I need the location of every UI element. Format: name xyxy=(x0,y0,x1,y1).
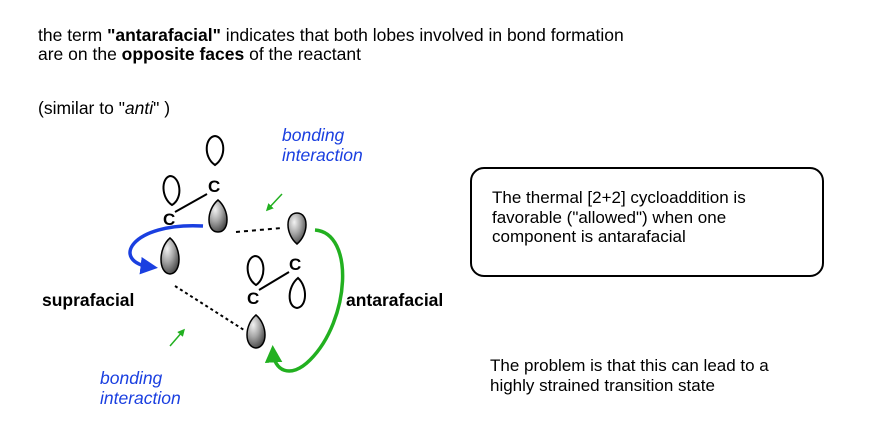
orbital-lobe-shaded xyxy=(287,212,307,245)
carbon-atom: C xyxy=(208,177,220,196)
antarafacial-arrow xyxy=(264,228,345,373)
intro-text: the term "antarafacial" indicates that b… xyxy=(38,26,624,64)
term-opposite-faces: opposite faces xyxy=(121,44,245,64)
bonding-interaction-label-bottom: bonding interaction xyxy=(100,368,181,408)
antarafacial-label: antarafacial xyxy=(346,290,444,310)
bonding-interaction-label-top: bonding interaction xyxy=(282,125,363,165)
dashed-bond-bottom xyxy=(174,285,245,331)
cc-bond xyxy=(174,193,208,213)
suprafacial-arrow xyxy=(128,224,204,275)
cc-bond xyxy=(258,271,290,291)
orbital-lobe-empty xyxy=(205,134,225,167)
suprafacial-label: suprafacial xyxy=(42,290,135,310)
orbital-lobe-empty xyxy=(288,276,306,310)
intro-line-2: are on the opposite faces of the reactan… xyxy=(38,44,361,64)
carbon-atom: C xyxy=(163,210,175,229)
orbital-lobe-empty xyxy=(162,174,181,207)
pointer-arrow-top xyxy=(265,193,283,212)
problem-text: The problem is that this can lead to a h… xyxy=(490,356,769,395)
pointer-arrow-bottom xyxy=(169,328,185,347)
carbon-atom: C xyxy=(289,255,301,274)
orbital-lobe-shaded xyxy=(246,314,266,349)
orbital-lobe-shaded xyxy=(160,237,180,275)
term-antarafacial: "antarafacial" xyxy=(107,25,221,45)
callout-box: The thermal [2+2] cycloaddition is favor… xyxy=(470,167,824,277)
similar-note: (similar to "anti" ) xyxy=(38,98,171,118)
orbital-lobe-shaded xyxy=(208,199,228,233)
orbital-lobe-empty xyxy=(246,254,265,287)
carbon-atom: C xyxy=(247,289,259,308)
intro-line-1: the term "antarafacial" indicates that b… xyxy=(38,25,624,45)
dashed-bond-top xyxy=(235,227,283,233)
